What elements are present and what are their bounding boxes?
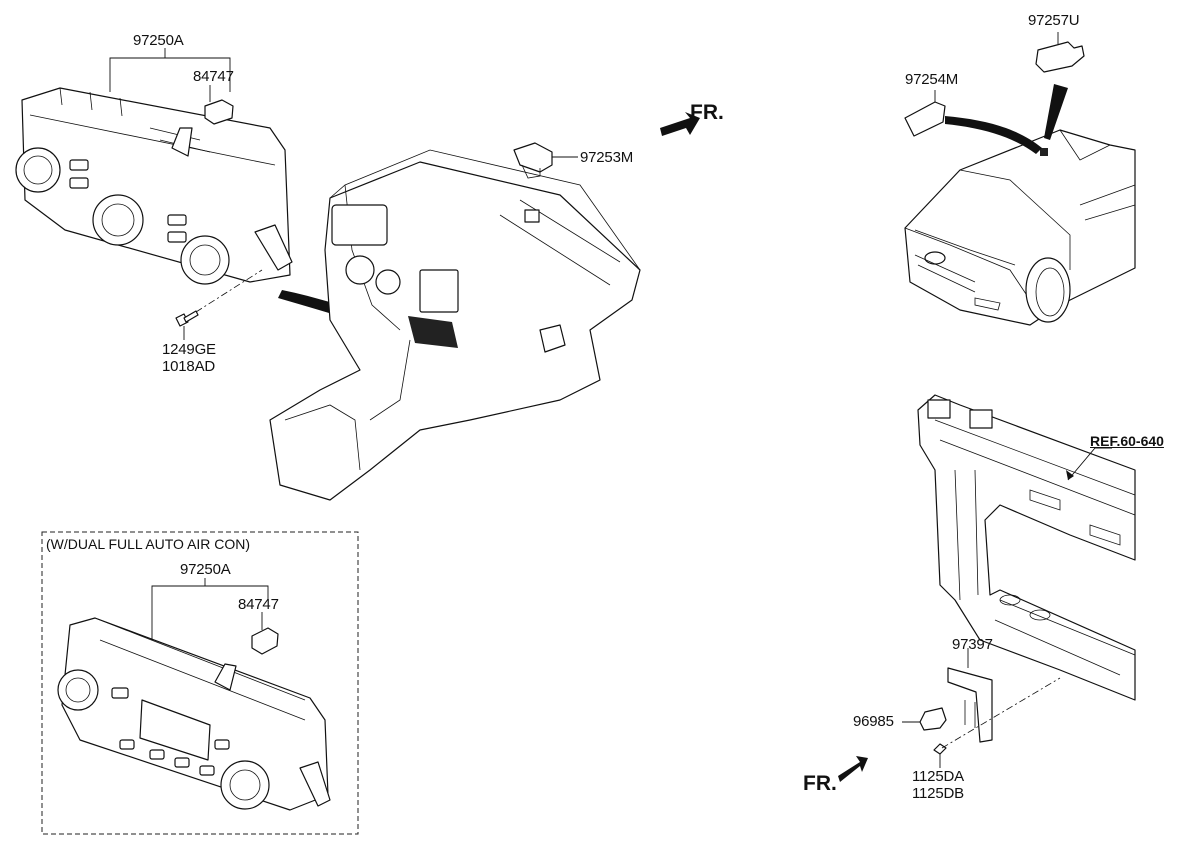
label-97397: 97397 [952, 636, 993, 653]
label-97250a-top: 97250A [133, 32, 184, 49]
label-1018ad: 1018AD [162, 358, 216, 375]
label-1125da: 1125DA [912, 768, 964, 785]
sensor-84747-auto [251, 627, 279, 655]
pointer-arrow-97254m [945, 116, 1042, 154]
label-1249ge: 1249GE [162, 341, 216, 358]
label-84747-auto: 84747 [238, 596, 279, 613]
front-arrow-top [660, 112, 700, 136]
label-97253m: 97253M [580, 149, 634, 166]
dashboard-assembly [269, 149, 641, 501]
radiator-support-frame [917, 394, 1136, 701]
car-front [904, 129, 1136, 326]
label-84747-top: 84747 [193, 68, 234, 85]
leader-97250a-auto [151, 578, 269, 640]
inset-note: (W/DUAL FULL AUTO AIR CON) [46, 536, 251, 552]
label-97257u: 97257U [1028, 12, 1080, 29]
label-1125db: 1125DB [912, 785, 964, 802]
inset-frame [41, 531, 359, 835]
control-panel-manual [15, 87, 293, 285]
leader-ref [1067, 447, 1112, 481]
photo-sensor-base [521, 164, 541, 179]
bolt-1125da [933, 743, 947, 755]
sensor-97257u [1035, 41, 1085, 73]
label-97250a-auto: 97250A [180, 561, 231, 578]
photo-sensor-97253m [513, 142, 553, 173]
front-label-bottom: FR. [803, 772, 837, 795]
front-arrow-bottom [838, 756, 868, 782]
bracket-97254m [904, 101, 946, 137]
label-96985: 96985 [853, 713, 894, 730]
ref-arrowhead [1066, 470, 1074, 480]
screw-1249ge [175, 310, 199, 327]
bolt-centerline [941, 677, 1061, 749]
label-ref-60-640: REF.60-640 [1090, 433, 1164, 449]
sensor-84747-top [204, 99, 234, 125]
leader-97250a-top [109, 48, 231, 92]
sensor-96985 [919, 707, 947, 731]
screw-centerline [195, 269, 263, 313]
bracket-slots [964, 700, 976, 728]
pointer-arrow-97257u [1044, 84, 1068, 140]
front-label-top: FR. [690, 101, 724, 124]
label-97254m: 97254M [905, 71, 959, 88]
bracket-97397 [947, 667, 993, 743]
control-panel-auto [57, 617, 331, 811]
